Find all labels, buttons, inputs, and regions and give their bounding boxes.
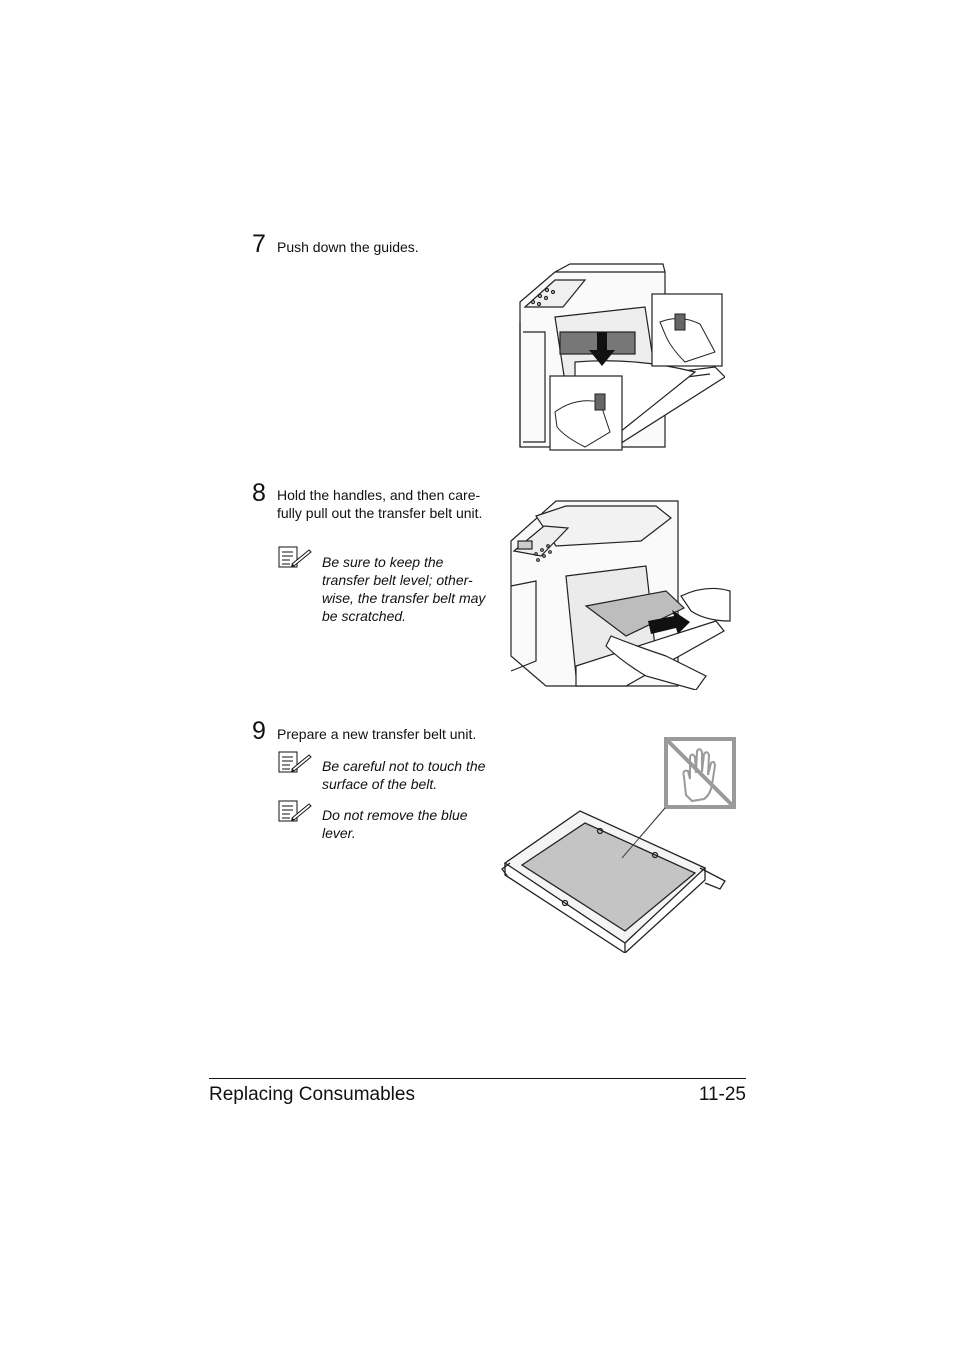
note-pencil-icon [278, 751, 312, 773]
step-9-text: Prepare a new transfer belt unit. [277, 726, 477, 742]
note-pencil-icon [278, 546, 312, 568]
step-8-note: Be sure to keep the transfer belt level;… [322, 554, 486, 624]
step-9-note-1: Be careful not to touch the surface of t… [322, 758, 486, 792]
printer-pull-belt-illustration [510, 500, 731, 690]
printer-open-guides-illustration [519, 263, 725, 451]
note-pencil-icon [278, 800, 312, 822]
step-7-text: Push down the guides. [277, 239, 419, 255]
no-touch-hand-icon [664, 737, 736, 809]
step-9-number: 9 [252, 717, 266, 745]
step-7-number: 7 [252, 230, 266, 258]
illustration-pull-out-belt [506, 496, 732, 690]
illustration-push-down-guides [515, 262, 725, 452]
step-8-number: 8 [252, 479, 266, 507]
transfer-belt-unit-illustration [501, 807, 726, 953]
footer-page-number: 11-25 [698, 1084, 746, 1105]
step-9-note-2: Do not remove the blue lever. [322, 807, 468, 841]
footer-section-title: Replacing Consumables [209, 1084, 415, 1105]
illustration-transfer-belt-unit [500, 803, 730, 953]
step-8-text: Hold the handles, and then care-fully pu… [277, 487, 483, 521]
footer-divider [209, 1078, 746, 1079]
